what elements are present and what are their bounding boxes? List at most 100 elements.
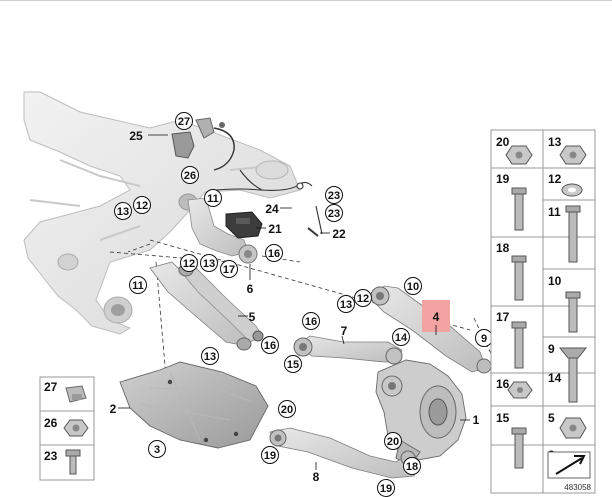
legend-label: 13 bbox=[548, 135, 562, 149]
ride-height-sensor bbox=[171, 117, 235, 171]
trailing-arm bbox=[149, 261, 264, 351]
legend-label: 17 bbox=[496, 310, 510, 324]
callout-label: 2 bbox=[110, 402, 117, 416]
callout-label: 20 bbox=[387, 436, 399, 448]
callout-9: 9 bbox=[475, 329, 493, 347]
callout-12a: 12 bbox=[133, 196, 151, 214]
callout-label: 12 bbox=[183, 258, 195, 270]
rear-subframe bbox=[23, 91, 301, 335]
callout-18: 18 bbox=[403, 457, 421, 475]
callout-8: 8 bbox=[313, 462, 320, 484]
callout-label: 27 bbox=[178, 116, 190, 128]
callout-13a: 13 bbox=[114, 202, 132, 220]
callout-23b: 23 bbox=[325, 204, 343, 222]
callout-label: 7 bbox=[341, 324, 348, 338]
callout-19a: 19 bbox=[261, 446, 279, 464]
legend-label: 9 bbox=[548, 342, 555, 356]
callout-7: 7 bbox=[341, 324, 348, 345]
callout-label: 14 bbox=[395, 332, 408, 344]
callout-label: 20 bbox=[281, 404, 293, 416]
callout-label: 12 bbox=[136, 200, 148, 212]
callout-label: 16 bbox=[268, 248, 280, 260]
callout-27: 27 bbox=[175, 112, 193, 130]
washer-icon bbox=[561, 183, 583, 197]
callout-14: 14 bbox=[392, 328, 410, 346]
callout-label: 11 bbox=[207, 193, 219, 205]
callout-label: 19 bbox=[380, 483, 392, 495]
callout-label: 13 bbox=[340, 299, 352, 311]
callout-label: 21 bbox=[268, 222, 282, 236]
callout-20a: 20 bbox=[278, 400, 296, 418]
callout-label: 13 bbox=[117, 206, 129, 218]
bolt-icon bbox=[511, 321, 527, 369]
legend-label: 14 bbox=[548, 371, 562, 385]
wishbone-bracket bbox=[187, 197, 258, 264]
direction-arrow-icon bbox=[547, 451, 591, 479]
callout-label: 19 bbox=[264, 450, 276, 462]
callout-24: 24 bbox=[265, 202, 292, 216]
callout-label: 8 bbox=[313, 470, 320, 484]
legend-label: 10 bbox=[548, 274, 562, 288]
legend-label: 26 bbox=[44, 416, 58, 430]
callout-16a: 16 bbox=[265, 244, 283, 262]
small-parts-legend: 27 26 23 bbox=[39, 376, 95, 481]
callout-11a: 11 bbox=[204, 189, 222, 207]
callout-label: 22 bbox=[332, 227, 346, 241]
callout-4: 4 bbox=[433, 310, 440, 335]
clip-icon bbox=[65, 385, 87, 403]
callout-label: 9 bbox=[481, 333, 487, 345]
callout-label: 16 bbox=[305, 316, 317, 328]
callout-label: 23 bbox=[328, 190, 340, 202]
callout-22: 22 bbox=[320, 227, 346, 241]
callout-label: 15 bbox=[287, 359, 299, 371]
callout-6: 6 bbox=[247, 264, 254, 296]
legend-label: 12 bbox=[548, 172, 562, 186]
wheel-carrier bbox=[375, 359, 467, 467]
callout-16c: 16 bbox=[302, 312, 320, 330]
legend-label: 11 bbox=[548, 205, 561, 219]
nut-icon bbox=[559, 417, 587, 439]
callout-label: 3 bbox=[154, 444, 160, 456]
callout-12b: 12 bbox=[180, 254, 198, 272]
legend-label: 15 bbox=[496, 411, 510, 425]
callout-26: 26 bbox=[181, 166, 199, 184]
callout-17: 17 bbox=[220, 260, 238, 278]
callout-12c: 12 bbox=[354, 289, 372, 307]
flange-nut-icon bbox=[505, 145, 533, 165]
eccentric-bolt-icon bbox=[558, 347, 588, 403]
callout-2: 2 bbox=[110, 402, 130, 416]
callout-label: 23 bbox=[328, 208, 340, 220]
top-divider bbox=[0, 0, 612, 1]
sensor-cable bbox=[215, 169, 323, 237]
callout-label: 17 bbox=[223, 264, 235, 276]
bolt-icon bbox=[565, 205, 581, 263]
callout-label: 25 bbox=[129, 129, 143, 143]
legend-label: 16 bbox=[496, 377, 510, 391]
callout-label: 11 bbox=[132, 280, 144, 292]
bolt-icon bbox=[511, 427, 527, 469]
callout-label: 4 bbox=[433, 310, 440, 324]
camber-link bbox=[293, 335, 403, 365]
underbody-shield bbox=[119, 361, 269, 449]
callout-label: 13 bbox=[203, 258, 215, 270]
callout-20b: 20 bbox=[384, 432, 402, 450]
nut-icon bbox=[507, 381, 533, 399]
bolt-icon bbox=[511, 187, 527, 231]
callout-10: 10 bbox=[404, 277, 422, 295]
callout-label: 5 bbox=[249, 310, 256, 324]
callout-5: 5 bbox=[238, 310, 256, 324]
callout-label: 12 bbox=[357, 293, 369, 305]
legend-label: 18 bbox=[496, 241, 510, 255]
wheel-speed-sensor-bracket bbox=[225, 211, 263, 239]
diagram-id: 483058 bbox=[564, 483, 591, 492]
callout-21: 21 bbox=[256, 222, 282, 236]
callout-15: 15 bbox=[284, 355, 302, 373]
callout-13b: 13 bbox=[200, 254, 218, 272]
callout-11b: 11 bbox=[129, 276, 147, 294]
callout-label: 10 bbox=[407, 281, 419, 293]
callout-label: 24 bbox=[265, 202, 279, 216]
callout-label: 6 bbox=[247, 282, 254, 296]
bolt-icon bbox=[511, 255, 527, 301]
fastener-legend: 20 13 19 12 11 18 10 17 9 14 16 5 15 3 bbox=[490, 129, 596, 494]
